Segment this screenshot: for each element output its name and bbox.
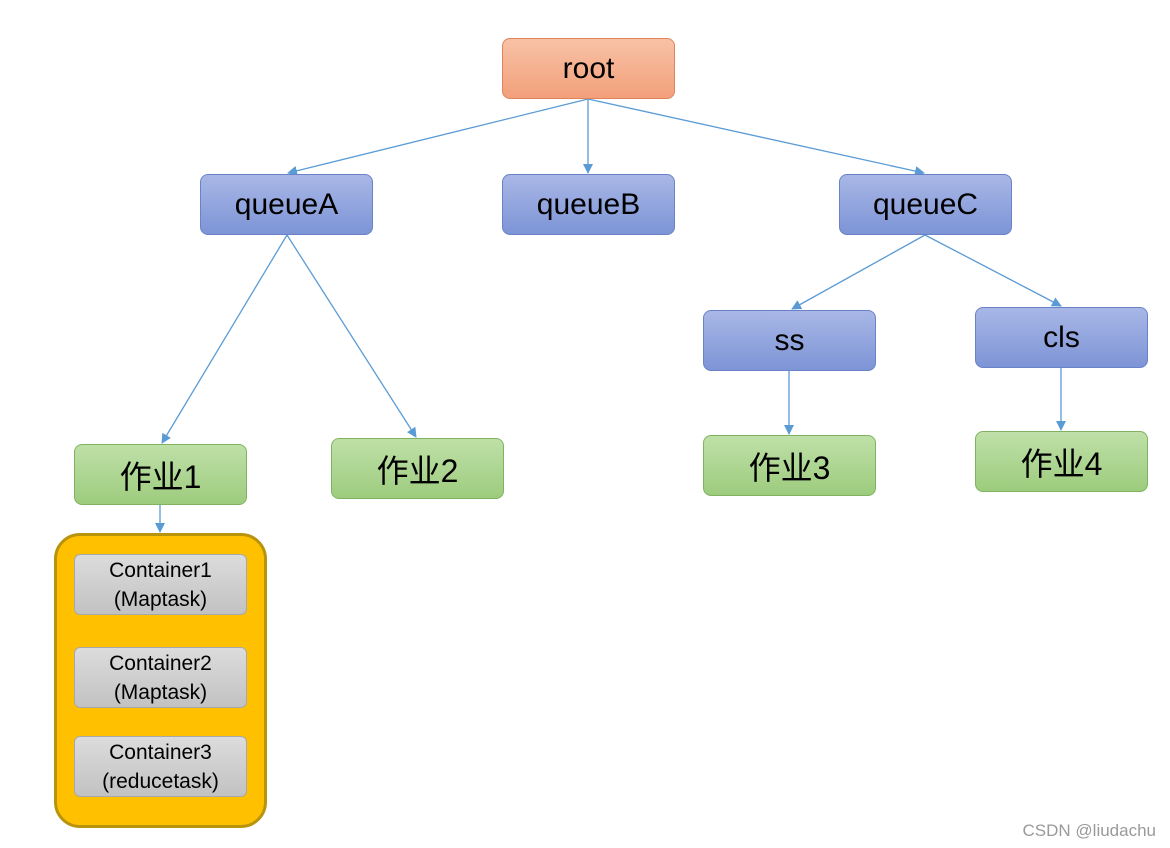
container-2-box: Container2 (Maptask) [74, 647, 247, 708]
edge-queueC-ss [791, 234, 926, 310]
container-2-name: Container2 [109, 651, 212, 675]
watermark-text: CSDN @liudachu [1022, 821, 1156, 840]
edge-root-queueA [287, 98, 589, 176]
job-2-node: 作业2 [331, 438, 504, 499]
job-3-node: 作业3 [703, 435, 876, 496]
queue-a-node: queueA [200, 174, 373, 235]
container-3-box: Container3 (reducetask) [74, 736, 247, 797]
container-3-task: (reducetask) [102, 769, 219, 793]
subqueue-cls-node: cls [975, 307, 1148, 368]
container-2-task: (Maptask) [113, 680, 208, 704]
edge-queueA-job2 [286, 234, 417, 438]
job-1-node: 作业1 [74, 444, 247, 505]
container-1-task: (Maptask) [113, 587, 208, 611]
edge-root-queueC [587, 98, 925, 176]
subqueue-ss-node: ss [703, 310, 876, 371]
queue-c-node: queueC [839, 174, 1012, 235]
job-4-node: 作业4 [975, 431, 1148, 492]
container-3-name: Container3 [109, 740, 212, 764]
edge-queueA-job1 [161, 234, 288, 444]
queue-b-node: queueB [502, 174, 675, 235]
container-1-name: Container1 [109, 558, 212, 582]
edge-queueC-cls [924, 234, 1062, 307]
root-node: root [502, 38, 675, 99]
container-1-box: Container1 (Maptask) [74, 554, 247, 615]
